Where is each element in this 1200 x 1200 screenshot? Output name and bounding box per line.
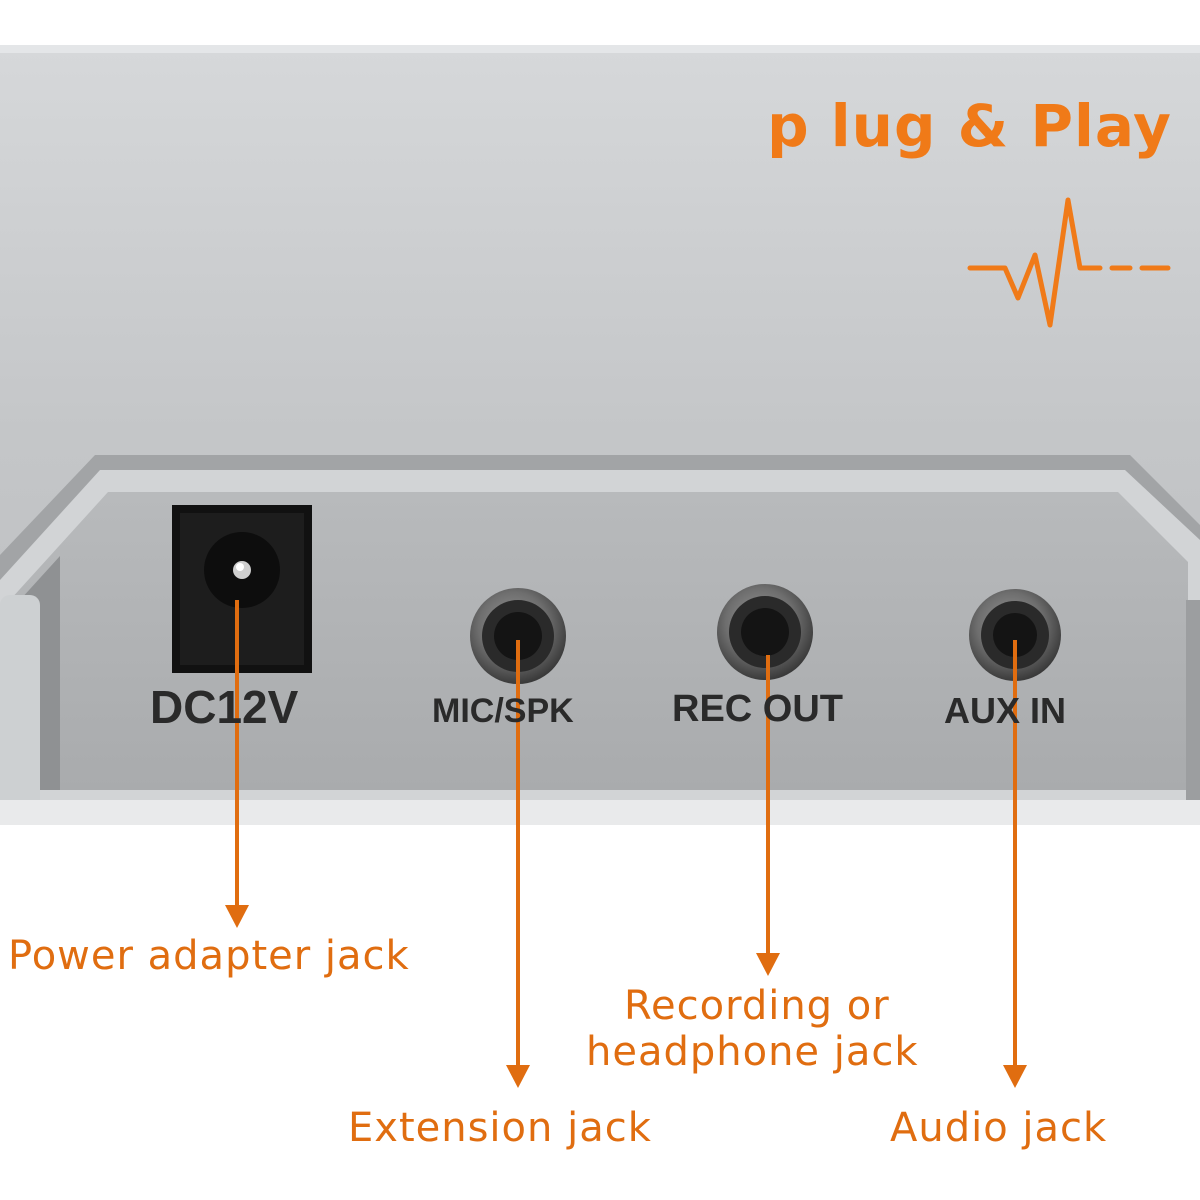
- audio-jack-callout: Audio jack: [890, 1105, 1108, 1151]
- housing-bottom-edge: [0, 800, 1200, 825]
- rec-out-jack: [717, 584, 813, 680]
- aux-in-jack: [969, 589, 1061, 681]
- plug-and-play-heading: p lug & Play: [767, 92, 1172, 160]
- aux-in-label: AUX IN: [944, 690, 1067, 731]
- extension-jack-callout: Extension jack: [348, 1105, 652, 1151]
- mic-spk-jack: [470, 588, 566, 684]
- power-adapter-callout: Power adapter jack: [8, 933, 410, 979]
- dc12v-label: DC12V: [150, 681, 299, 733]
- callout-arrows: [225, 600, 1027, 1088]
- rec-out-label: REC OUT: [672, 688, 843, 730]
- dc-power-jack: [172, 505, 312, 673]
- recording-callout-line1: Recording or: [624, 983, 890, 1029]
- mic-spk-label: MIC/SPK: [432, 692, 574, 730]
- pulse-icon: [967, 197, 1171, 328]
- recording-callout-line2: headphone jack: [586, 1029, 919, 1075]
- background: [0, 825, 1200, 1200]
